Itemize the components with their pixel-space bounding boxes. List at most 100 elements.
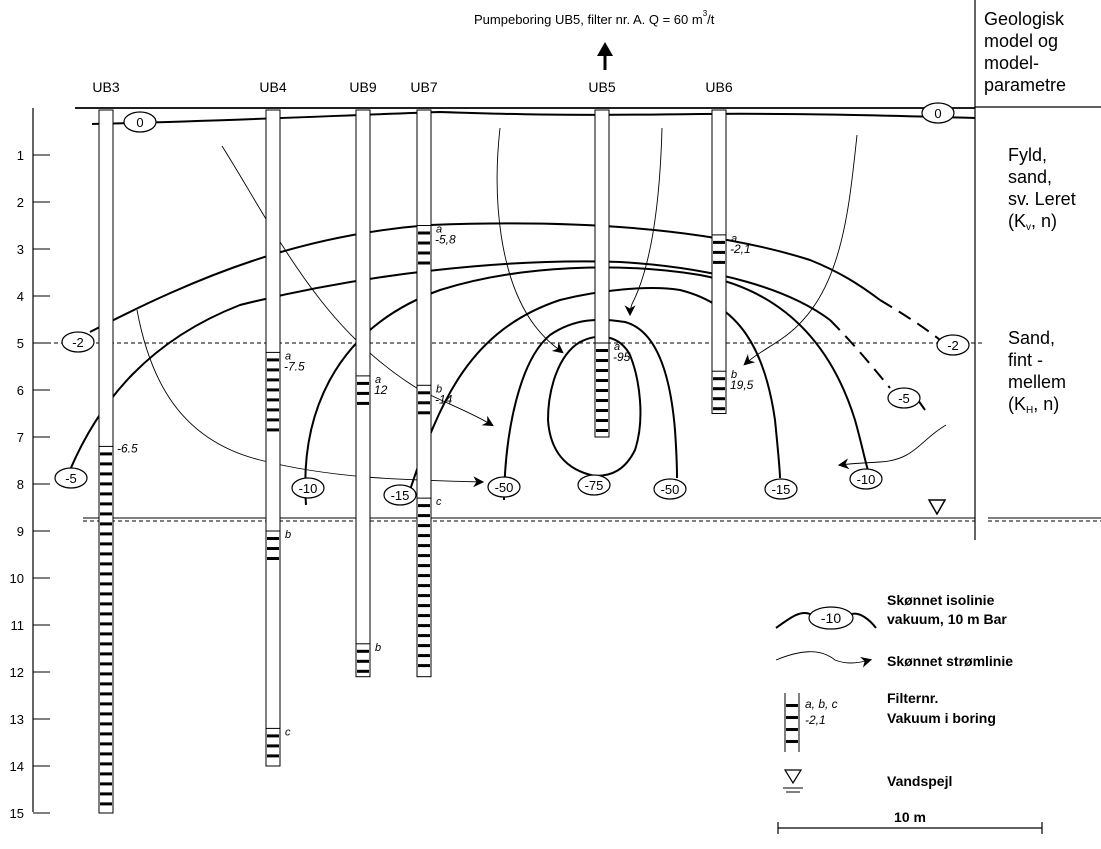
filter-slot [267,378,279,382]
depth-tick-label: 6 [17,383,24,398]
isoline-label: -50 [487,476,521,498]
legend-filter-tick [786,728,798,731]
isoline-label: -5 [887,387,921,409]
filter-slot [418,401,430,405]
filter-slot [418,544,430,548]
isolines [69,222,941,506]
filter-slot [100,552,112,556]
layer1-param-close: , n) [1031,211,1058,231]
borehole-name: UB9 [349,79,376,95]
filter-slot [357,669,369,673]
legend-flowline-arrow [834,656,873,668]
isoline-label-badge [61,331,95,353]
filter-slot [596,409,608,412]
flowline-6 [837,424,947,470]
scale-bar-label: 10 m [894,809,926,825]
borehole-name: UB6 [705,79,732,95]
filter-slot [596,429,608,432]
isoline-label-text: 0 [136,115,143,130]
legend-isoline-label: -10 [821,610,841,626]
isoline-label-badge [887,387,921,409]
filter-slot [100,492,112,496]
legend-isoline-sample [775,612,877,629]
isoline-label-badge [921,102,955,124]
filter-slot [418,411,430,415]
depth-tick-label: 15 [10,806,24,821]
isoline-label-badge [849,468,883,490]
water-table [83,499,1101,522]
filter-slot [267,744,279,748]
filter-slot [100,602,112,606]
filter-slot [100,452,112,456]
panel-heading: Geologisk model og model- parametre [984,9,1067,95]
filter-label: b [436,383,442,395]
filter-slot [100,622,112,626]
isoline-minus2 [89,222,881,333]
filter-slot [100,672,112,676]
borehole-name: UB4 [259,79,286,95]
isoline-label: -10 [849,468,883,490]
isoline-minus10 [304,266,869,506]
isoline-label-text: -2 [947,338,959,353]
filter-slot [357,381,369,385]
filter-slot [100,572,112,576]
legend-water-icon [783,769,803,785]
filter-label: a [436,224,442,236]
legend-flowline-text: Skønnet strømlinie [887,653,1013,669]
filter-slot [267,408,279,412]
isoline-label-badge [383,484,417,506]
filter-slot [267,734,279,738]
isoline-label-text: -2 [72,335,84,350]
layer1-description: Fyld, sand, sv. Leret [1008,145,1076,209]
filter-slot [418,574,430,578]
isoline-label-text: -5 [65,471,77,486]
filter-slot [418,604,430,608]
isoline-label-badge [764,478,798,500]
layer2-param-sub: H [1026,405,1034,416]
filter-slot [418,624,430,628]
legend-filter-tick [786,740,798,743]
filter-vacuum-value: 19,5 [730,378,754,392]
borehole-name: UB5 [588,79,615,95]
layer1-param-open: (K [1008,211,1026,231]
filter-slot [418,584,430,588]
pump-title: Pumpeboring UB5, filter nr. A. Q = 60 m3… [474,9,715,70]
filter-slot [100,592,112,596]
filter-slot [418,231,430,235]
isoline-label-badge [291,477,325,499]
filter-slot [100,692,112,696]
filter-slot [100,582,112,586]
filter-slot [418,241,430,245]
filter-slot [267,358,279,362]
model-panel: Geologisk model og model- parametre Fyld… [984,8,1096,422]
filter-slot [418,261,430,265]
filter-slot [100,792,112,796]
legend-water-text: Vandspejl [887,773,952,789]
legend-filter-sample [784,693,800,752]
filter-slot [100,712,112,716]
borehole-ub3: UB3-6.5 [92,79,138,814]
filter-slot [100,802,112,806]
isoline-label-text: -50 [495,480,514,495]
legend-filter-codes: a, b, c [805,697,838,711]
filter-slot [596,399,608,402]
isoline-label-text: -75 [585,478,604,493]
filter-slot [418,391,430,395]
filter-slot [418,564,430,568]
filter-label: b [375,642,381,654]
layer2-param-open: (K [1008,394,1026,414]
filter-slot [100,562,112,566]
filter-slot [100,642,112,646]
isoline-label-text: -5 [898,391,910,406]
depth-tick-label: 3 [17,242,24,257]
depth-tick-label: 12 [10,665,24,680]
filter-slot [357,659,369,663]
filter-slot [418,664,430,668]
isoline-label: 0 [921,102,955,124]
